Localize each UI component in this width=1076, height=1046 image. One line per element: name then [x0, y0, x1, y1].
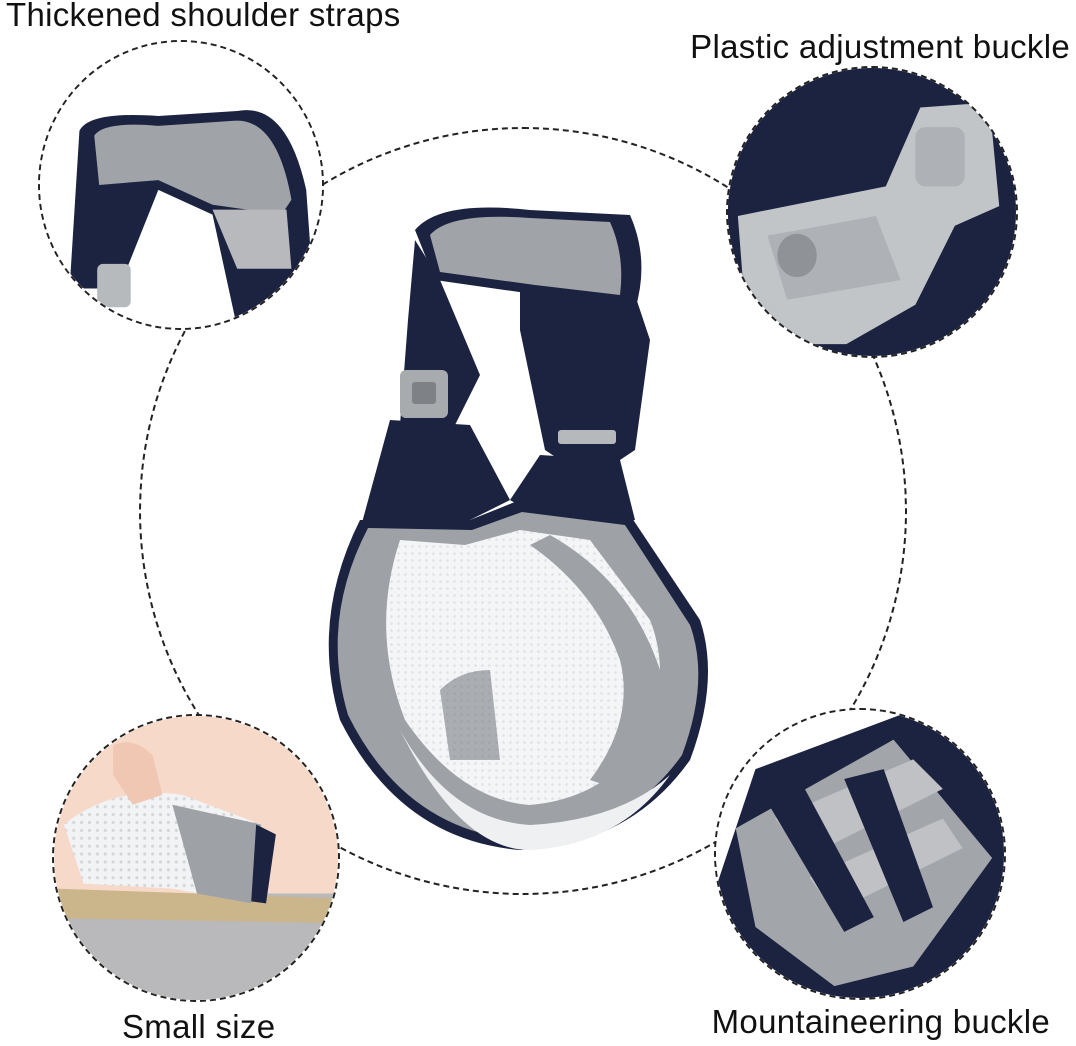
caption-shoulder-straps: Thickened shoulder straps [6, 0, 401, 33]
shoulder-strap-closeup-icon [40, 42, 322, 328]
main-dashed-circle [139, 127, 907, 895]
detail-mountaineering-buckle [714, 708, 1006, 1000]
plastic-buckle-closeup-icon [728, 68, 1016, 356]
mountaineering-buckle-closeup-icon [716, 710, 1004, 998]
detail-shoulder-straps [38, 40, 324, 330]
detail-plastic-buckle [726, 66, 1018, 358]
folded-sling-in-bag-icon [54, 716, 338, 1000]
caption-mountaineering-buckle: Mountaineering buckle [711, 1003, 1050, 1040]
detail-small-size [52, 714, 340, 1002]
caption-small-size: Small size [122, 1008, 276, 1045]
caption-adjustment-buckle: Plastic adjustment buckle [690, 28, 1070, 65]
baby-sling-carrier-image [290, 200, 750, 860]
